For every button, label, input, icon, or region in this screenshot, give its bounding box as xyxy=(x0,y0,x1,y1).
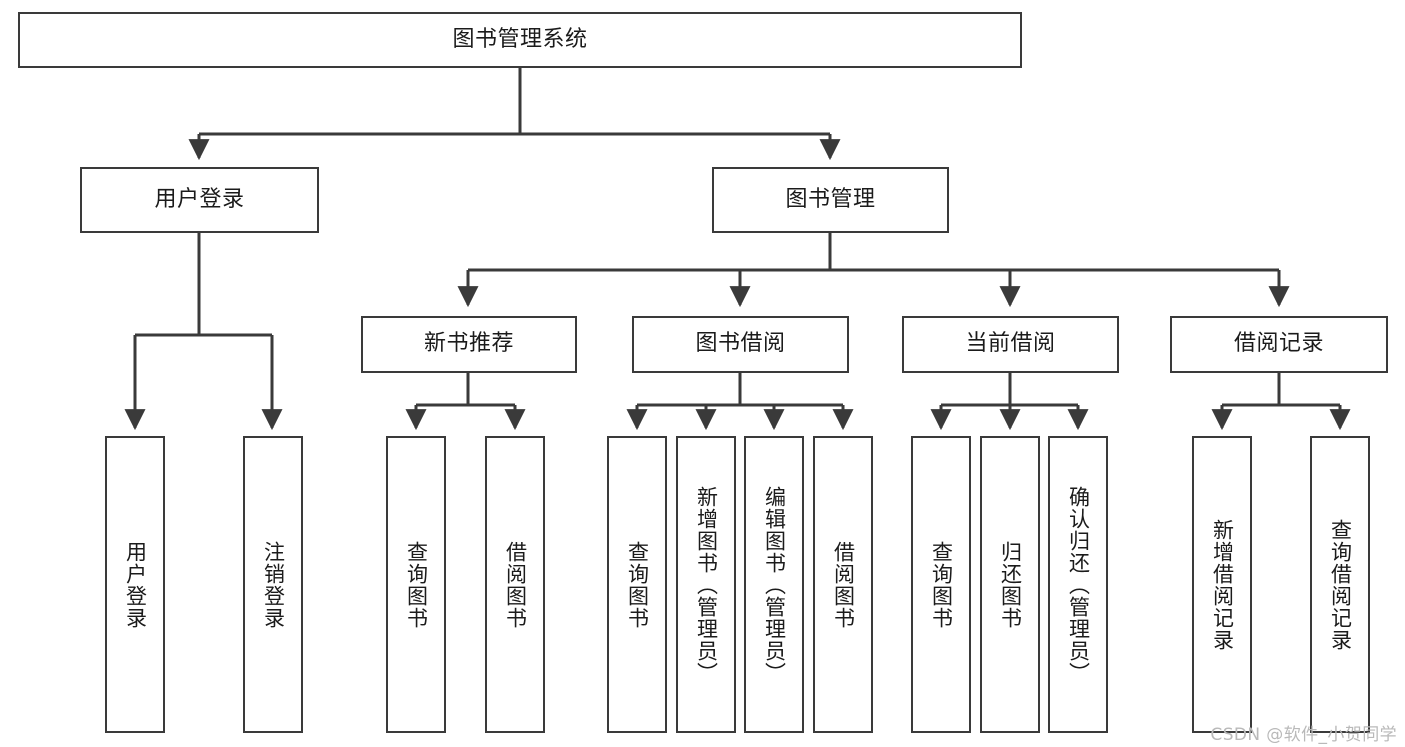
node-leaf-edit-book-label: 编辑图书（管理员） xyxy=(762,485,787,684)
node-borrow-record-label: 借阅记录 xyxy=(1233,331,1324,357)
node-book-manage[interactable]: 图书管理 xyxy=(712,167,949,233)
node-leaf-query-book-3[interactable]: 查询图书 xyxy=(911,436,971,733)
node-leaf-borrow-book-2[interactable]: 借阅图书 xyxy=(813,436,873,733)
node-leaf-query-book-2[interactable]: 查询图书 xyxy=(607,436,667,733)
node-leaf-query-record-label: 查询借阅记录 xyxy=(1328,518,1353,651)
node-leaf-add-book[interactable]: 新增图书（管理员） xyxy=(676,436,736,733)
node-root[interactable]: 图书管理系统 xyxy=(18,12,1022,68)
node-user-login-label: 用户登录 xyxy=(154,186,245,212)
node-leaf-user-login-label: 用户登录 xyxy=(123,540,148,629)
node-leaf-add-record-label: 新增借阅记录 xyxy=(1210,518,1235,651)
node-leaf-edit-book[interactable]: 编辑图书（管理员） xyxy=(744,436,804,733)
node-root-label: 图书管理系统 xyxy=(452,26,588,52)
node-leaf-borrow-book-2-label: 借阅图书 xyxy=(831,540,856,629)
node-new-book-rec-label: 新书推荐 xyxy=(423,331,514,357)
node-current-borrow[interactable]: 当前借阅 xyxy=(902,316,1119,373)
node-new-book-rec[interactable]: 新书推荐 xyxy=(361,316,577,373)
node-borrow-record[interactable]: 借阅记录 xyxy=(1170,316,1388,373)
node-leaf-logout-label: 注销登录 xyxy=(261,540,286,629)
node-leaf-user-login[interactable]: 用户登录 xyxy=(105,436,165,733)
node-leaf-query-book-2-label: 查询图书 xyxy=(625,540,650,629)
node-book-manage-label: 图书管理 xyxy=(785,186,876,212)
node-leaf-return-book-label: 归还图书 xyxy=(998,540,1023,629)
node-book-borrow[interactable]: 图书借阅 xyxy=(632,316,849,373)
node-leaf-add-record[interactable]: 新增借阅记录 xyxy=(1192,436,1252,733)
node-user-login[interactable]: 用户登录 xyxy=(80,167,319,233)
node-book-borrow-label: 图书借阅 xyxy=(695,331,786,357)
node-leaf-query-book-1[interactable]: 查询图书 xyxy=(386,436,446,733)
node-leaf-add-book-label: 新增图书（管理员） xyxy=(694,485,719,684)
node-leaf-confirm-return-label: 确认归还（管理员） xyxy=(1066,485,1091,684)
node-leaf-query-book-1-label: 查询图书 xyxy=(404,540,429,629)
node-leaf-query-record[interactable]: 查询借阅记录 xyxy=(1310,436,1370,733)
node-leaf-logout[interactable]: 注销登录 xyxy=(243,436,303,733)
node-current-borrow-label: 当前借阅 xyxy=(965,331,1056,357)
node-leaf-borrow-book-1[interactable]: 借阅图书 xyxy=(485,436,545,733)
node-leaf-confirm-return[interactable]: 确认归还（管理员） xyxy=(1048,436,1108,733)
node-leaf-borrow-book-1-label: 借阅图书 xyxy=(503,540,528,629)
node-leaf-query-book-3-label: 查询图书 xyxy=(929,540,954,629)
node-leaf-return-book[interactable]: 归还图书 xyxy=(980,436,1040,733)
